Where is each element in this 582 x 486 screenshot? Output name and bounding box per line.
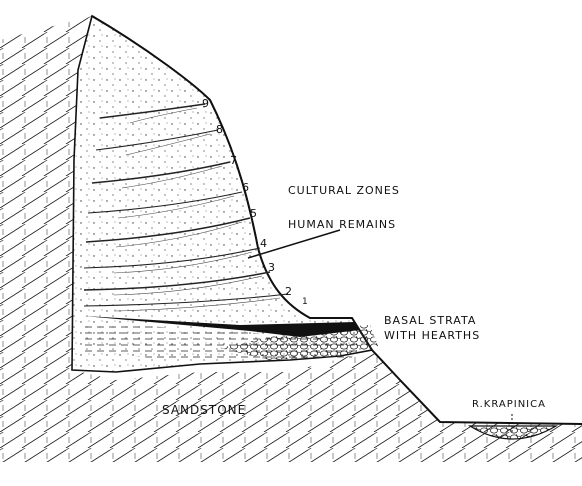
label-with-hearths: WITH HEARTHS xyxy=(384,329,480,343)
zone-number-3: 3 xyxy=(268,262,275,274)
zone-number-4: 4 xyxy=(260,238,267,250)
zone-number-2: 2 xyxy=(285,286,292,298)
zone-number-7: 7 xyxy=(230,155,237,167)
label-river: R.KRAPINICA xyxy=(472,398,546,412)
zone-number-9: 9 xyxy=(202,98,209,110)
zone-number-8: 8 xyxy=(216,124,223,136)
label-sandstone: SANDSTONE xyxy=(162,403,246,417)
zone-number-5: 5 xyxy=(250,208,257,220)
zone-number-6: 6 xyxy=(242,182,249,194)
label-human-remains: HUMAN REMAINS xyxy=(288,218,396,232)
label-basal-strata: BASAL STRATA xyxy=(384,314,476,328)
zone-number-1: 1 xyxy=(302,296,308,308)
label-cultural-zones: CULTURAL ZONES xyxy=(288,184,400,198)
